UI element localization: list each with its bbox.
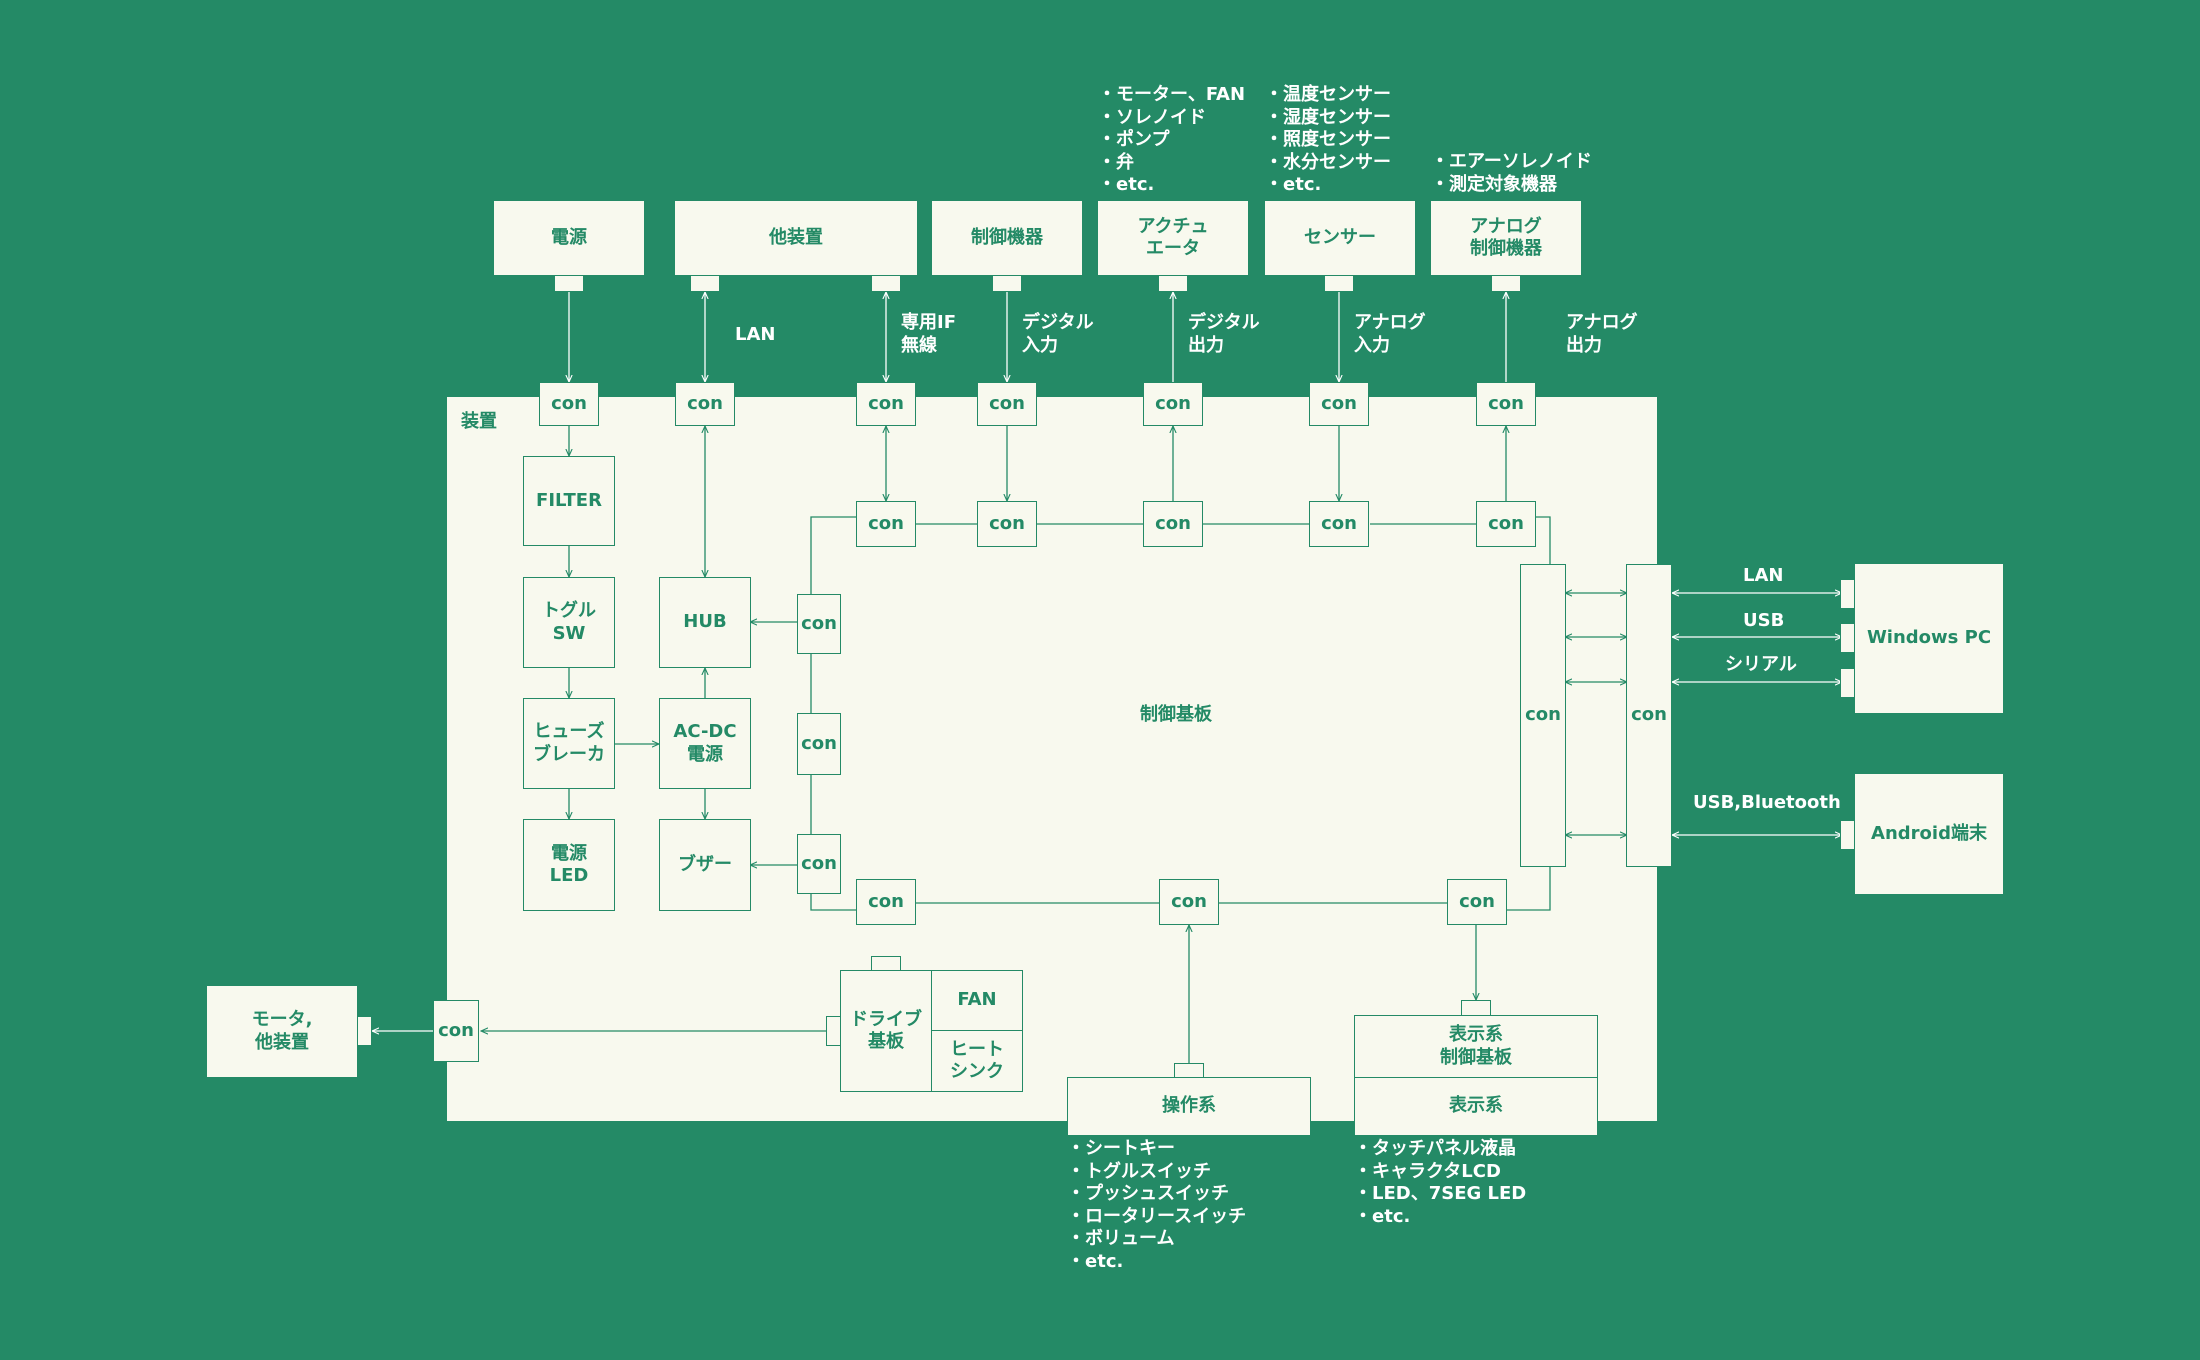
board-con-dedicated[interactable]: con — [856, 501, 916, 547]
other-device-box[interactable]: 他装置 — [675, 201, 917, 275]
list-item: etc. — [1098, 174, 1245, 197]
windows-pc-box[interactable]: Windows PC — [1855, 564, 2003, 713]
sensor-tab — [1324, 275, 1354, 292]
list-item: ソレノイド — [1098, 107, 1245, 130]
sensor-box[interactable]: センサー — [1265, 201, 1415, 275]
drive-board-left-tab — [826, 1016, 841, 1046]
operation-tab — [1174, 1063, 1204, 1078]
con-motor[interactable]: con — [433, 1000, 479, 1062]
display-board-box[interactable]: 表示系 制御基板 — [1354, 1015, 1598, 1078]
display-box[interactable]: 表示系 — [1354, 1077, 1598, 1136]
board-con-analog-out[interactable]: con — [1476, 501, 1536, 547]
pc-lan-tab — [1840, 579, 1855, 609]
board-con-drive[interactable]: con — [856, 879, 916, 925]
label-analog-in: アナログ 入力 — [1354, 312, 1426, 356]
other-device-if-tab — [871, 275, 901, 292]
hub-box[interactable]: HUB — [659, 577, 751, 668]
label-usb-bluetooth: USB,Bluetooth — [1693, 792, 1841, 813]
actuator-examples: モーター、FAN ソレノイド ポンプ 弁 etc. — [1098, 84, 1245, 197]
power-led-box[interactable]: 電源 LED — [523, 819, 615, 911]
list-item: モーター、FAN — [1098, 84, 1245, 107]
label-lan-right: LAN — [1743, 565, 1784, 586]
motor-box[interactable]: モータ, 他装置 — [207, 986, 357, 1077]
list-item: ロータリースイッチ — [1067, 1206, 1246, 1229]
con-power[interactable]: con — [539, 382, 599, 426]
display-board-tab — [1461, 1000, 1491, 1016]
label-digital-out: デジタル 出力 — [1188, 312, 1260, 356]
board-con-digital-in[interactable]: con — [977, 501, 1037, 547]
android-box[interactable]: Android端末 — [1855, 774, 2003, 894]
list-item: キャラクタLCD — [1354, 1161, 1526, 1184]
filter-box[interactable]: FILTER — [523, 456, 615, 546]
con-external-right[interactable]: con — [1626, 564, 1672, 867]
control-board-label: 制御基板 — [1140, 704, 1212, 725]
board-con-operation[interactable]: con — [1159, 879, 1219, 925]
con-digital-in[interactable]: con — [977, 382, 1037, 426]
list-item: LED、7SEG LED — [1354, 1183, 1526, 1206]
analog-tab — [1491, 275, 1521, 292]
list-item: エアーソレノイド — [1431, 151, 1592, 174]
display-examples: タッチパネル液晶 キャラクタLCD LED、7SEG LED etc. — [1354, 1138, 1526, 1228]
power-box[interactable]: 電源 — [494, 201, 644, 275]
android-tab — [1840, 820, 1855, 850]
list-item: シートキー — [1067, 1138, 1246, 1161]
analog-control-device-box[interactable]: アナログ 制御機器 — [1431, 201, 1581, 275]
list-item: 温度センサー — [1265, 84, 1391, 107]
actuator-tab — [1158, 275, 1188, 292]
label-digital-in: デジタル 入力 — [1022, 312, 1094, 356]
con-digital-out[interactable]: con — [1143, 382, 1203, 426]
list-item: ボリューム — [1067, 1228, 1246, 1251]
analog-examples: エアーソレノイド 測定対象機器 — [1431, 151, 1592, 196]
list-item: タッチパネル液晶 — [1354, 1138, 1526, 1161]
device-label: 装置 — [461, 411, 497, 432]
toggle-sw-box[interactable]: トグル SW — [523, 577, 615, 668]
list-item: 照度センサー — [1265, 129, 1391, 152]
label-usb-right: USB — [1743, 610, 1785, 631]
list-item: プッシュスイッチ — [1067, 1183, 1246, 1206]
pc-usb-tab — [1840, 623, 1855, 653]
list-item: 水分センサー — [1265, 152, 1391, 175]
board-con-buzzer[interactable]: con — [797, 834, 841, 894]
board-con-hub[interactable]: con — [797, 594, 841, 654]
actuator-box[interactable]: アクチュ エータ — [1098, 201, 1248, 275]
pc-serial-tab — [1840, 668, 1855, 698]
drive-board-top-tab — [871, 956, 901, 971]
fan-box[interactable]: FAN — [931, 970, 1023, 1031]
label-dedicated-if: 専用IF 無線 — [901, 312, 956, 356]
board-con-right[interactable]: con — [1520, 564, 1566, 867]
label-analog-out: アナログ 出力 — [1566, 312, 1638, 356]
list-item: ポンプ — [1098, 129, 1245, 152]
list-item: 弁 — [1098, 152, 1245, 175]
drive-board-box[interactable]: ドライブ 基板 — [840, 970, 932, 1092]
list-item: etc. — [1354, 1206, 1526, 1229]
control-device-tab — [992, 275, 1022, 292]
list-item: 湿度センサー — [1265, 107, 1391, 130]
power-tab — [554, 275, 584, 292]
list-item: トグルスイッチ — [1067, 1161, 1246, 1184]
list-item: etc. — [1265, 174, 1391, 197]
other-device-lan-tab — [690, 275, 720, 292]
motor-tab — [357, 1016, 372, 1046]
con-analog-in[interactable]: con — [1309, 382, 1369, 426]
label-serial-right: シリアル — [1725, 654, 1797, 675]
acdc-box[interactable]: AC-DC 電源 — [659, 698, 751, 789]
sensor-examples: 温度センサー 湿度センサー 照度センサー 水分センサー etc. — [1265, 84, 1391, 197]
label-lan-top: LAN — [735, 324, 776, 345]
board-con-analog-in[interactable]: con — [1309, 501, 1369, 547]
board-con-digital-out[interactable]: con — [1143, 501, 1203, 547]
list-item: 測定対象機器 — [1431, 174, 1592, 197]
operation-box[interactable]: 操作系 — [1067, 1077, 1311, 1136]
con-lan[interactable]: con — [675, 382, 735, 426]
fuse-breaker-box[interactable]: ヒューズ ブレーカ — [523, 698, 615, 789]
con-analog-out[interactable]: con — [1476, 382, 1536, 426]
list-item: etc. — [1067, 1251, 1246, 1274]
board-con-acdc[interactable]: con — [797, 713, 841, 775]
heatsink-box[interactable]: ヒート シンク — [931, 1030, 1023, 1092]
operation-examples: シートキー トグルスイッチ プッシュスイッチ ロータリースイッチ ボリューム e… — [1067, 1138, 1246, 1273]
board-con-display[interactable]: con — [1447, 879, 1507, 925]
control-device-box[interactable]: 制御機器 — [932, 201, 1082, 275]
con-dedicated-if[interactable]: con — [856, 382, 916, 426]
buzzer-box[interactable]: ブザー — [659, 819, 751, 911]
